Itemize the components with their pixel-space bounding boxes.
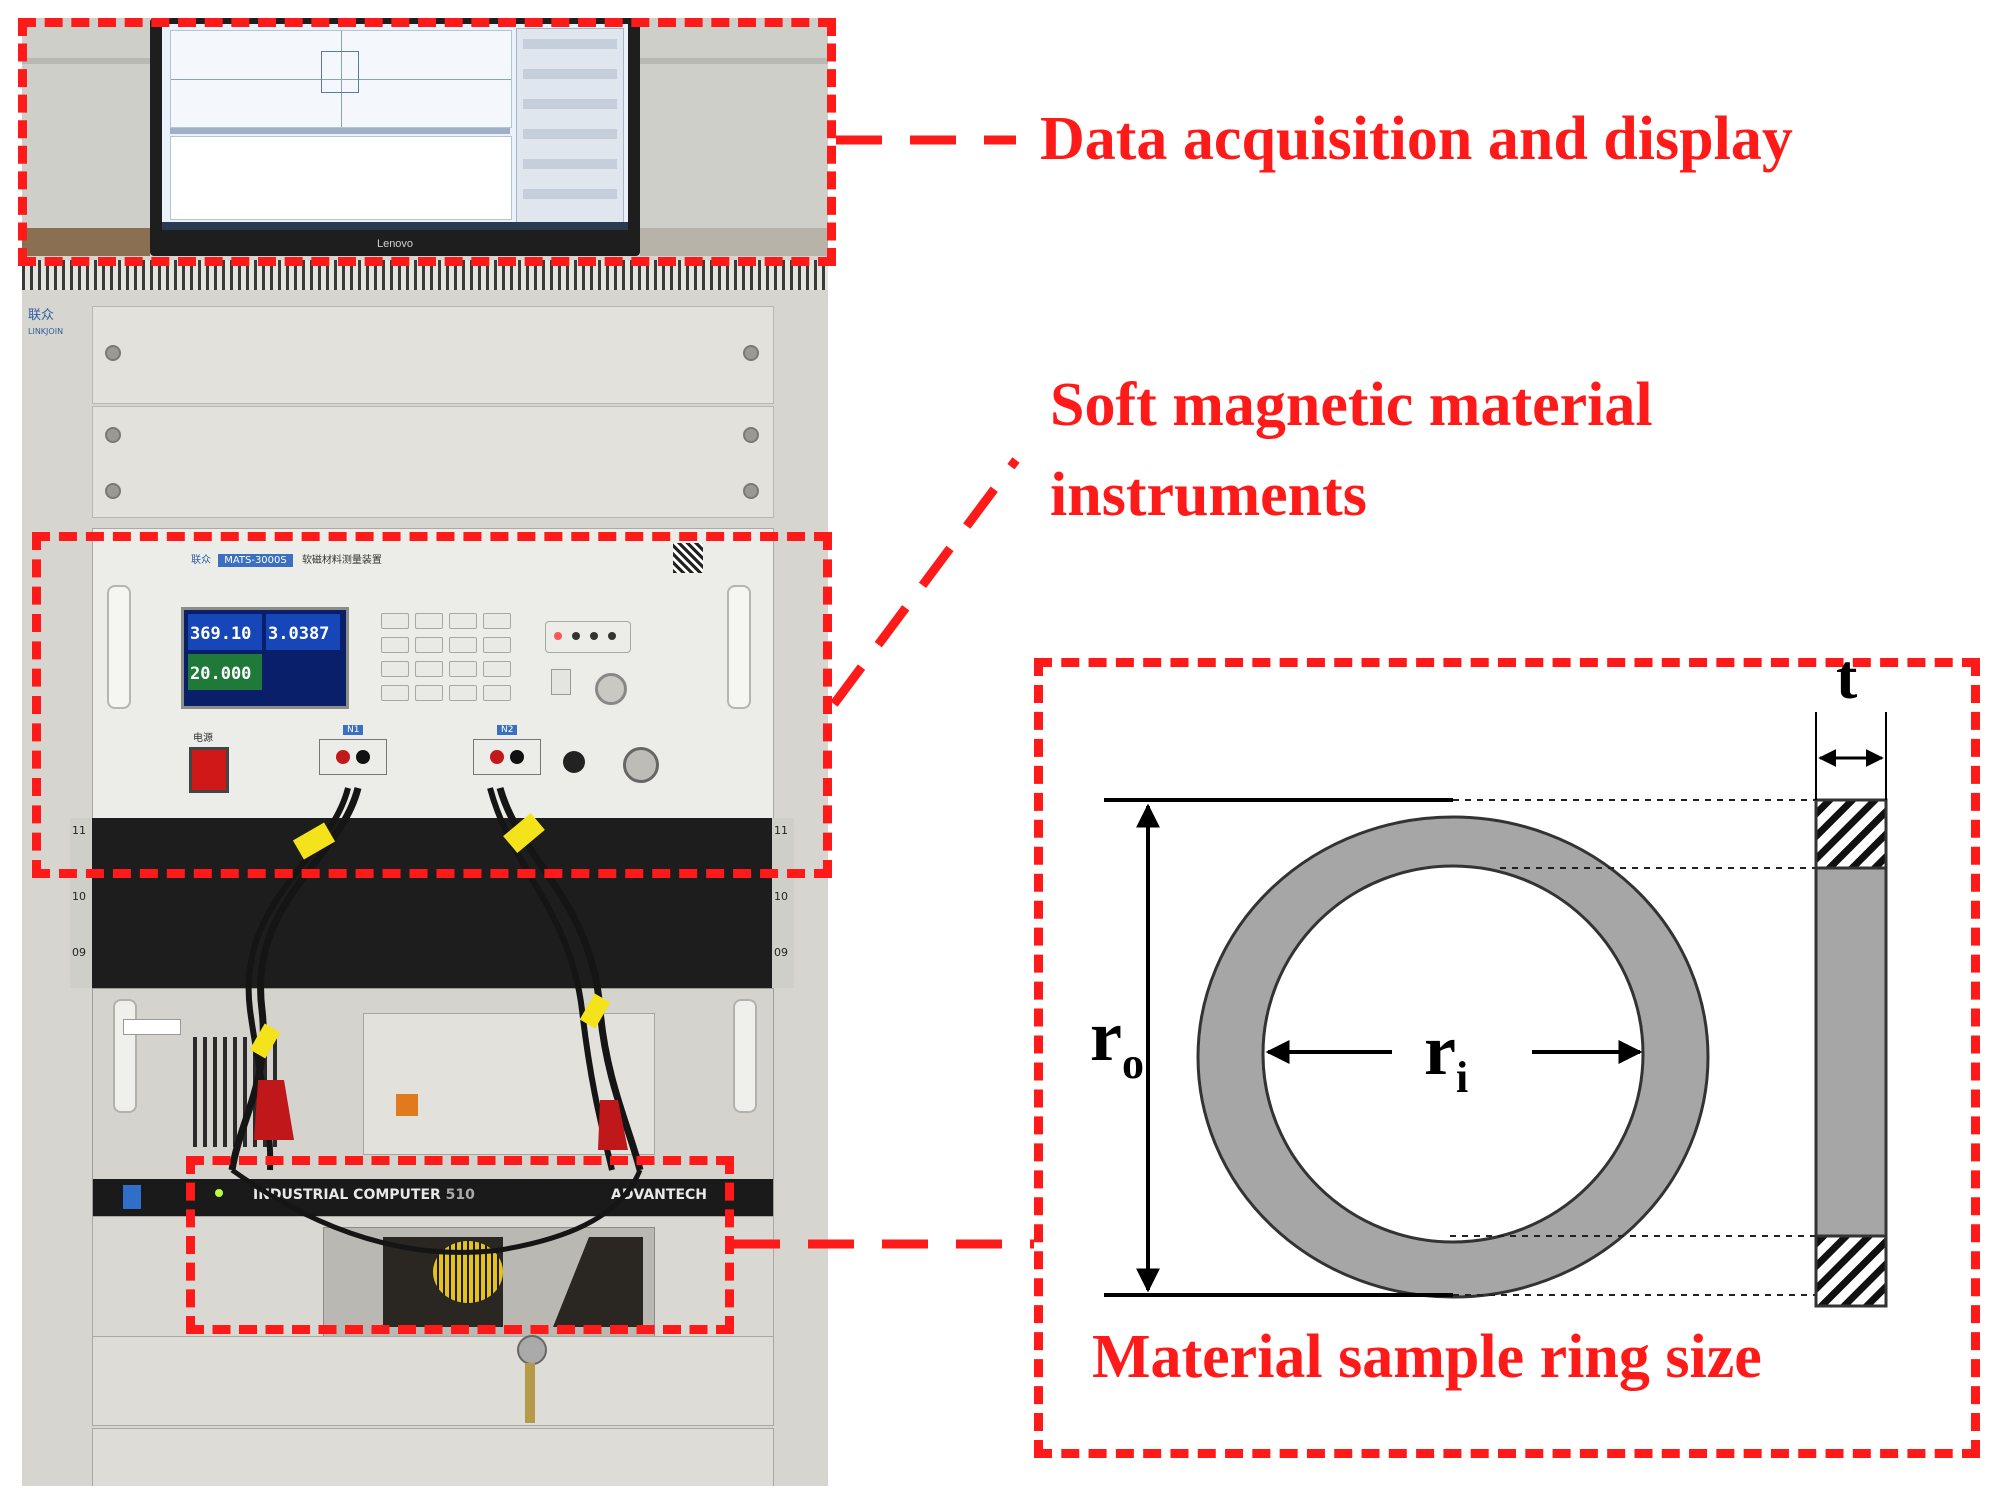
monitor: Lenovo (150, 18, 640, 256)
usb-port-icon (123, 1185, 141, 1209)
reset-button (623, 747, 659, 783)
key-icon (525, 1363, 535, 1423)
led-indicator (215, 1189, 223, 1197)
n1-panel-label: N1 (343, 725, 364, 735)
thickness-symbol: t (1836, 641, 1858, 712)
n1-terminal (319, 739, 387, 775)
ring-front-view (1196, 815, 1710, 1299)
lower-panel (92, 1335, 774, 1426)
desk-right (640, 228, 828, 256)
rack-unit-11-right: 11 (774, 824, 788, 837)
monitor-screen (162, 24, 628, 230)
callout-box-instrument (32, 532, 832, 878)
n2-terminal (473, 739, 541, 775)
rack-unit-11-left: 11 (72, 824, 86, 837)
keypad (377, 609, 517, 705)
qr-code-icon (673, 543, 703, 573)
lcd-value-3: 20.000 (190, 664, 252, 684)
sticker (123, 1019, 181, 1035)
callout-box-sample (186, 1156, 734, 1334)
rack-unit-10-right: 10 (774, 890, 788, 903)
key-switch (563, 751, 585, 773)
inner-radius-symbol: ri (1424, 1010, 1469, 1102)
screen-side-panel (516, 28, 624, 226)
taskbar (162, 222, 628, 230)
rack-unit-10-left: 10 (72, 890, 86, 903)
device-title: 联众 MATS-3000S 软磁材料测量装置 (191, 554, 382, 567)
label-data-acquisition: Data acquisition and display (1040, 105, 1793, 173)
blank-panel-1 (92, 306, 774, 404)
lcd-value-2: 3.0387 (268, 624, 330, 644)
lcd-display: 369.10 3.0387 20.000 (181, 607, 349, 709)
label-soft-magnetic-line1: Soft magnetic material (1050, 371, 1653, 439)
ipc-bezel (93, 1179, 773, 1217)
rail-right (772, 818, 794, 988)
handle-right (727, 585, 751, 709)
power-switch (189, 747, 229, 793)
lcd-value-1: 369.10 (190, 624, 252, 644)
label-ring-size: Material sample ring size (1092, 1323, 1762, 1391)
power-label: 电源 (193, 733, 213, 744)
callout-box-ring-size (1034, 658, 1980, 1458)
adjust-knob (595, 673, 627, 705)
rack-unit-09-right: 09 (774, 946, 788, 959)
indicator-group (545, 621, 631, 653)
projection-lines (1450, 799, 1816, 1296)
ipc-brand: ADVANTECH (611, 1187, 707, 1203)
sample-drawer (92, 1216, 774, 1339)
ipc-label: INDUSTRIAL COMPUTER 510 (253, 1187, 475, 1203)
screen-table (170, 136, 512, 220)
screen-graph (170, 30, 512, 128)
n2-panel-label: N2 (497, 725, 518, 735)
label-soft-magnetic-line2: instruments (1050, 461, 1367, 529)
ipc-handle-left (113, 999, 137, 1113)
rack-unit-09-left: 09 (72, 946, 86, 959)
blank-panel-2 (92, 406, 774, 518)
handle-left (107, 585, 131, 709)
ipc-handle-right (733, 999, 757, 1113)
rack-gap (92, 818, 772, 988)
monitor-brand: Lenovo (376, 238, 414, 250)
mats-instrument: 联众 MATS-3000S 软磁材料测量装置 369.10 3.0387 20.… (92, 528, 774, 820)
bottom-panel (92, 1428, 774, 1486)
callout-box-data-acquisition (18, 18, 836, 266)
outer-radius-symbol: ro (1090, 996, 1144, 1088)
rail-left (70, 818, 92, 988)
mode-button (551, 669, 571, 695)
ring-side-view (1814, 798, 1888, 1308)
box-left (22, 228, 150, 256)
